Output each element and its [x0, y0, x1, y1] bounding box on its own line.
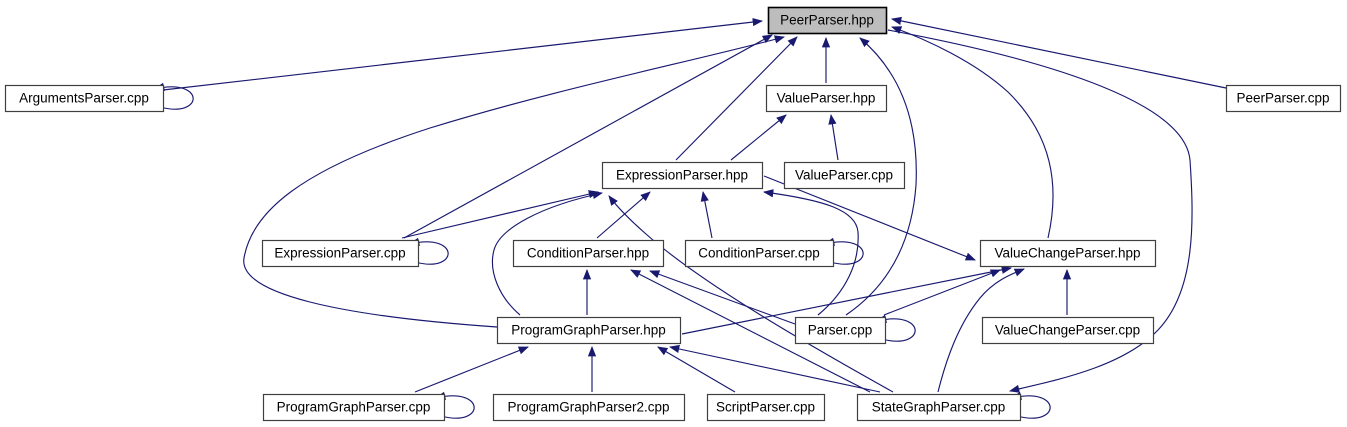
node-scriptparser-cpp[interactable]: ScriptParser.cpp	[706, 393, 826, 422]
node-valuechangeparser-cpp[interactable]: ValueChangeParser.cpp	[981, 316, 1155, 345]
node-box-programgraphparser-hpp[interactable]	[496, 316, 682, 345]
edge-peerparser-hpp-to-stategraphparser-cpp	[887, 29, 1193, 393]
node-label-stategraphparser-cpp: StateGraphParser.cpp	[872, 400, 1006, 415]
edge-expressionparser-cpp-to-expressionparser-hpp	[401, 190, 600, 239]
node-box-expressionparser-cpp[interactable]	[261, 239, 420, 268]
node-box-parser-cpp[interactable]	[794, 316, 887, 345]
node-box-expressionparser-hpp[interactable]	[601, 161, 764, 190]
node-valueparser-cpp[interactable]: ValueParser.cpp	[783, 161, 906, 190]
node-box-programgraphparser-cpp[interactable]	[262, 393, 446, 422]
node-programgraphparser-hpp[interactable]: ProgramGraphParser.hpp	[496, 316, 682, 345]
edge-layer	[153, 16, 1227, 419]
node-label-peerparser-cpp: PeerParser.cpp	[1236, 91, 1329, 106]
node-label-programgraphparser2-cpp: ProgramGraphParser2.cpp	[507, 400, 669, 415]
node-box-valueparser-cpp[interactable]	[783, 161, 906, 190]
node-label-scriptparser-cpp: ScriptParser.cpp	[716, 400, 815, 415]
edge-parser-cpp-to-conditionparser-hpp	[649, 270, 796, 325]
node-box-valuechangeparser-cpp[interactable]	[981, 316, 1155, 345]
node-valuechangeparser-hpp[interactable]: ValueChangeParser.hpp	[979, 239, 1157, 268]
self-loop-stategraphparser-cpp	[1010, 391, 1051, 419]
edge-stategraphparser-cpp-to-programgraphparser-hpp	[668, 344, 881, 393]
node-box-stategraphparser-cpp[interactable]	[856, 393, 1022, 422]
edge-expressionparser-hpp-to-peerparser-hpp	[675, 36, 798, 161]
edge-peerparser-cpp-to-peerparser-hpp	[890, 16, 1227, 89]
edge-argumentsparser-cpp-to-peerparser-hpp	[162, 17, 764, 91]
edge-valueparser-cpp-to-valueparser-hpp	[828, 113, 839, 161]
node-label-programgraphparser-cpp: ProgramGraphParser.cpp	[277, 400, 431, 415]
node-label-parser-cpp: Parser.cpp	[808, 323, 873, 338]
edge-stategraphparser-cpp-to-conditionparser-hpp	[630, 269, 871, 393]
edge-programgraphparser-hpp-to-valuechangeparser-hpp	[681, 265, 1013, 335]
edge-programgraphparser-cpp-to-programgraphparser-hpp	[414, 346, 529, 393]
node-label-peerparser-hpp: PeerParser.hpp	[780, 13, 874, 28]
node-argumentsparser-cpp[interactable]: ArgumentsParser.cpp	[4, 84, 165, 113]
self-loop-expressionparser-cpp	[408, 237, 449, 265]
node-label-programgraphparser-hpp: ProgramGraphParser.hpp	[511, 323, 666, 338]
node-programgraphparser2-cpp[interactable]: ProgramGraphParser2.cpp	[492, 393, 686, 422]
edge-programgraphparser-hpp-to-expressionparser-hpp	[491, 190, 604, 316]
node-box-scriptparser-cpp[interactable]	[706, 393, 826, 422]
node-label-valueparser-hpp: ValueParser.hpp	[777, 91, 876, 106]
self-loop-parser-cpp	[875, 314, 916, 342]
node-box-peerparser-hpp[interactable]	[767, 6, 888, 35]
node-box-valueparser-hpp[interactable]	[765, 84, 888, 113]
node-box-conditionparser-hpp[interactable]	[512, 239, 665, 268]
edge-scriptparser-cpp-to-programgraphparser-hpp	[657, 346, 736, 393]
edge-parser-cpp-to-expressionparser-hpp	[762, 189, 859, 316]
node-expressionparser-hpp[interactable]: ExpressionParser.hpp	[601, 161, 764, 190]
node-peerparser-hpp[interactable]: PeerParser.hpp	[767, 6, 888, 35]
edge-expressionparser-hpp-to-valueparser-hpp	[730, 114, 787, 161]
node-programgraphparser-cpp[interactable]: ProgramGraphParser.cpp	[262, 393, 446, 422]
node-label-argumentsparser-cpp: ArgumentsParser.cpp	[19, 91, 149, 106]
node-peerparser-cpp[interactable]: PeerParser.cpp	[1225, 84, 1342, 113]
edge-expressionparser-cpp-to-peerparser-hpp	[403, 34, 773, 239]
node-box-peerparser-cpp[interactable]	[1225, 84, 1342, 113]
node-label-conditionparser-hpp: ConditionParser.hpp	[527, 246, 649, 261]
node-box-conditionparser-cpp[interactable]	[684, 239, 835, 268]
node-stategraphparser-cpp[interactable]: StateGraphParser.cpp	[856, 393, 1022, 422]
node-label-valuechangeparser-hpp: ValueChangeParser.hpp	[994, 246, 1140, 261]
node-label-expressionparser-hpp: ExpressionParser.hpp	[616, 168, 748, 183]
edge-conditionparser-cpp-to-expressionparser-hpp	[700, 190, 713, 239]
node-valueparser-hpp[interactable]: ValueParser.hpp	[765, 84, 888, 113]
edge-parser-cpp-to-valuechangeparser-hpp	[883, 269, 1001, 316]
node-conditionparser-hpp[interactable]: ConditionParser.hpp	[512, 239, 665, 268]
edge-valuechangeparser-hpp-to-peerparser-hpp	[891, 26, 1054, 239]
self-loop-conditionparser-cpp	[823, 237, 864, 265]
self-loop-programgraphparser-cpp	[434, 391, 475, 419]
edge-parser-cpp-to-peerparser-hpp	[845, 37, 917, 316]
node-label-valueparser-cpp: ValueParser.cpp	[795, 168, 893, 183]
node-parser-cpp[interactable]: Parser.cpp	[794, 316, 887, 345]
node-label-valuechangeparser-cpp: ValueChangeParser.cpp	[995, 323, 1140, 338]
node-box-valuechangeparser-hpp[interactable]	[979, 239, 1157, 268]
node-box-programgraphparser2-cpp[interactable]	[492, 393, 686, 422]
node-label-expressionparser-cpp: ExpressionParser.cpp	[274, 246, 405, 261]
node-label-conditionparser-cpp: ConditionParser.cpp	[698, 246, 820, 261]
edge-stategraphparser-cpp-to-expressionparser-hpp	[608, 195, 894, 393]
node-box-argumentsparser-cpp[interactable]	[4, 84, 165, 113]
edge-expressionparser-hpp-to-valuechangeparser-hpp	[763, 175, 976, 261]
node-conditionparser-cpp[interactable]: ConditionParser.cpp	[684, 239, 835, 268]
self-loop-argumentsparser-cpp	[153, 82, 194, 110]
edge-conditionparser-hpp-to-expressionparser-hpp	[596, 191, 651, 239]
edge-stategraphparser-cpp-to-valuechangeparser-hpp	[937, 268, 1025, 393]
node-expressionparser-cpp[interactable]: ExpressionParser.cpp	[261, 239, 420, 268]
edge-programgraphparser-hpp-to-peerparser-hpp	[243, 35, 786, 328]
